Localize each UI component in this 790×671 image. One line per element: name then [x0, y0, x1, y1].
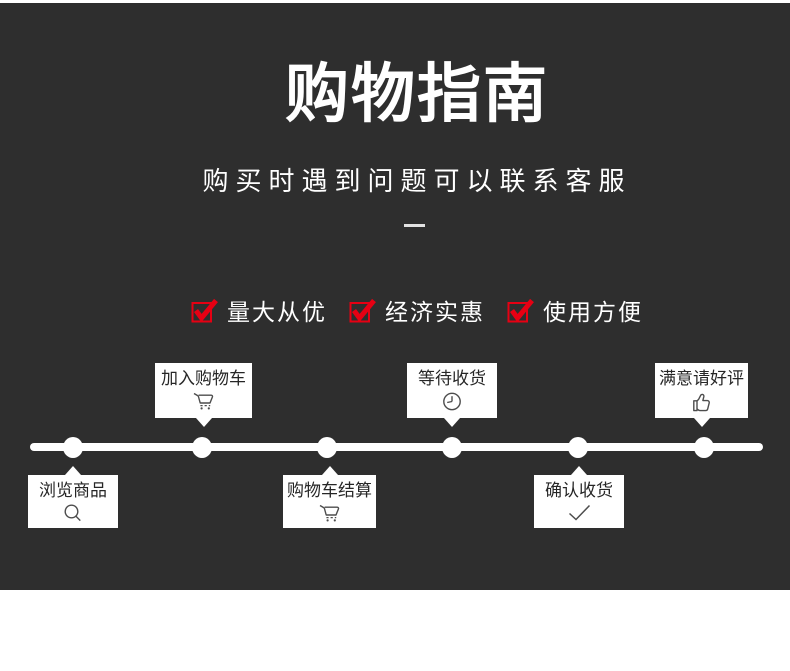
- callout-arrow-icon: [195, 418, 212, 427]
- cart-icon: [193, 392, 213, 410]
- timeline-dot: [63, 437, 83, 458]
- red-checkbox-icon: [507, 298, 534, 323]
- feature-label: 使用方便: [543, 299, 643, 325]
- feature-label: 经济实惠: [385, 299, 485, 325]
- feature-label: 量大从优: [227, 299, 327, 325]
- timeline-dot: [192, 437, 212, 458]
- timeline-dot: [442, 437, 462, 458]
- feature-item: 经济实惠: [349, 293, 485, 327]
- timeline-step-good-review: 满意请好评: [655, 363, 748, 427]
- page-subtitle: 购买时遇到问题可以联系客服: [202, 166, 632, 196]
- timeline-line: [30, 443, 763, 451]
- timeline-step-checkout: 购物车结算: [283, 466, 376, 528]
- timeline-step-confirm-receipt: 确认收货: [534, 466, 624, 528]
- timeline-dot: [568, 437, 588, 458]
- callout-arrow-icon: [571, 466, 587, 475]
- thumbs-up-icon: [692, 393, 710, 412]
- dark-panel: 购物指南 购买时遇到问题可以联系客服 量大从优 经济实惠: [0, 3, 790, 590]
- timeline-dot: [317, 437, 337, 458]
- check-icon: [568, 504, 591, 521]
- feature-item: 量大从优: [191, 293, 327, 327]
- feature-item: 使用方便: [507, 293, 643, 327]
- subtitle-divider: [404, 224, 425, 227]
- step-label: 等待收货: [418, 369, 486, 388]
- timeline-step-browse: 浏览商品: [28, 466, 118, 528]
- callout-arrow-icon: [65, 466, 81, 475]
- red-checkbox-icon: [191, 298, 218, 323]
- step-label: 浏览商品: [39, 481, 107, 500]
- timeline-step-wait-delivery: 等待收货: [407, 363, 497, 427]
- step-label: 加入购物车: [161, 369, 246, 388]
- feature-list: 量大从优 经济实惠 使用方便: [0, 293, 790, 327]
- page-title: 购物指南: [285, 58, 549, 130]
- step-label: 满意请好评: [659, 369, 744, 388]
- callout-arrow-icon: [321, 466, 338, 475]
- step-label: 购物车结算: [287, 481, 372, 500]
- search-icon: [64, 504, 81, 522]
- timeline-step-add-to-cart: 加入购物车: [155, 363, 252, 427]
- callout-arrow-icon: [444, 418, 460, 427]
- red-checkbox-icon: [349, 298, 376, 323]
- callout-arrow-icon: [693, 418, 710, 427]
- cart-icon: [319, 504, 339, 522]
- timeline-dot: [694, 437, 714, 458]
- step-label: 确认收货: [545, 481, 613, 500]
- clock-icon: [443, 392, 461, 411]
